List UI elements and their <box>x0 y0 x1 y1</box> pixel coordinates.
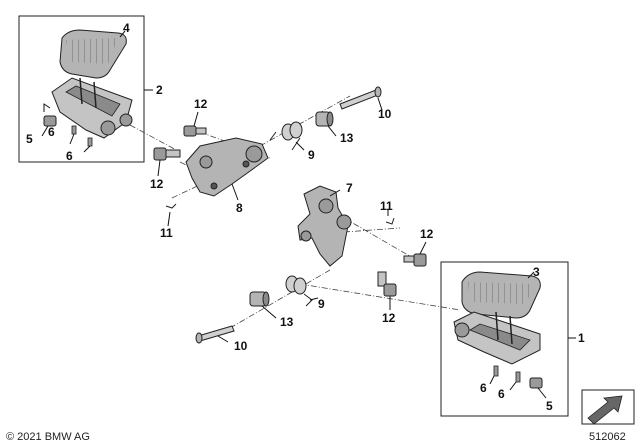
callout-4: 4 <box>123 21 130 35</box>
screw-lower-a <box>493 365 499 377</box>
screw-upper-a <box>71 125 77 135</box>
callout-6-upper-a: 6 <box>48 125 55 139</box>
leader-6-lower-a <box>489 375 495 385</box>
footrest-rubber-upper <box>59 29 127 79</box>
callout-10-lower: 10 <box>234 339 248 353</box>
leader-6-lower-b <box>509 381 517 391</box>
pin-upper <box>339 86 382 110</box>
nut-upper <box>43 115 57 127</box>
callout-8: 8 <box>236 201 243 215</box>
leader-4 <box>119 30 126 38</box>
callout-2: 2 <box>156 83 163 97</box>
bolt-upper-b <box>153 147 181 161</box>
bracket-upper <box>185 137 269 197</box>
leader-10-lower <box>217 335 229 343</box>
leader-12-lower-a <box>419 241 427 255</box>
bolt-lower-b <box>377 271 397 297</box>
bracket-lower <box>297 185 352 267</box>
footrest-rubber-lower <box>461 271 541 319</box>
bushing-upper <box>315 111 334 127</box>
callout-12-upper-a: 12 <box>194 97 208 111</box>
callout-12-upper-b: 12 <box>150 177 164 191</box>
callout-13-upper: 13 <box>340 131 354 145</box>
footrest-plate-upper <box>51 77 133 139</box>
leader-13-upper <box>327 125 337 137</box>
callout-11-upper: 11 <box>160 226 173 240</box>
callout-6-lower-b: 6 <box>498 387 505 401</box>
bushing-lower <box>249 291 270 307</box>
callout-9-lower: 9 <box>318 297 325 311</box>
pin-lower <box>195 325 235 344</box>
clip-upper <box>165 203 177 209</box>
arrow-icon <box>581 389 635 425</box>
leader-9-upper <box>295 141 305 151</box>
diagram-reference-number: 512062 <box>589 431 626 443</box>
callout-9-upper: 9 <box>308 148 315 162</box>
leader-8 <box>231 183 239 201</box>
callout-13-lower: 13 <box>280 315 294 329</box>
assembly-box-upper <box>18 15 145 163</box>
screw-upper-b <box>87 137 93 147</box>
spring-lower <box>285 275 313 307</box>
assembly-box-lower <box>440 261 569 417</box>
callout-10-upper: 10 <box>378 107 392 121</box>
callout-1: 1 <box>578 331 585 345</box>
bolt-upper-a <box>183 125 207 137</box>
leader-12-upper-b <box>157 159 161 177</box>
screw-lower-b <box>515 371 521 383</box>
leader-12-upper-a <box>193 111 199 127</box>
leader-5-lower <box>537 387 547 399</box>
callout-5-upper: 5 <box>26 132 33 146</box>
callout-6-lower-a: 6 <box>480 381 487 395</box>
callout-5-lower: 5 <box>546 399 553 413</box>
leader-13-lower <box>261 305 277 319</box>
leader-10-upper <box>377 97 383 111</box>
callout-12-lower-a: 12 <box>420 227 434 241</box>
leader-6-upper-c <box>43 103 51 112</box>
leader-6-upper-a <box>69 133 75 145</box>
clip-lower <box>385 217 395 225</box>
bolt-lower-a <box>403 253 427 267</box>
copyright-text: © 2021 BMW AG <box>6 431 90 443</box>
callout-7: 7 <box>346 181 353 195</box>
callout-6-upper-b: 6 <box>66 149 73 163</box>
leader-9-lower <box>309 297 319 301</box>
footrest-plate-lower <box>453 311 541 365</box>
leader-7 <box>329 189 341 197</box>
leader-11-upper <box>167 211 171 227</box>
callout-12-lower-b: 12 <box>382 311 396 325</box>
leader-6-upper-b <box>83 145 91 153</box>
callout-3: 3 <box>533 265 540 279</box>
spring-upper <box>269 121 303 151</box>
leader-3 <box>527 271 535 279</box>
callout-11-lower: 11 <box>380 199 393 213</box>
nut-lower <box>529 377 543 389</box>
leader-5-upper <box>41 125 49 137</box>
